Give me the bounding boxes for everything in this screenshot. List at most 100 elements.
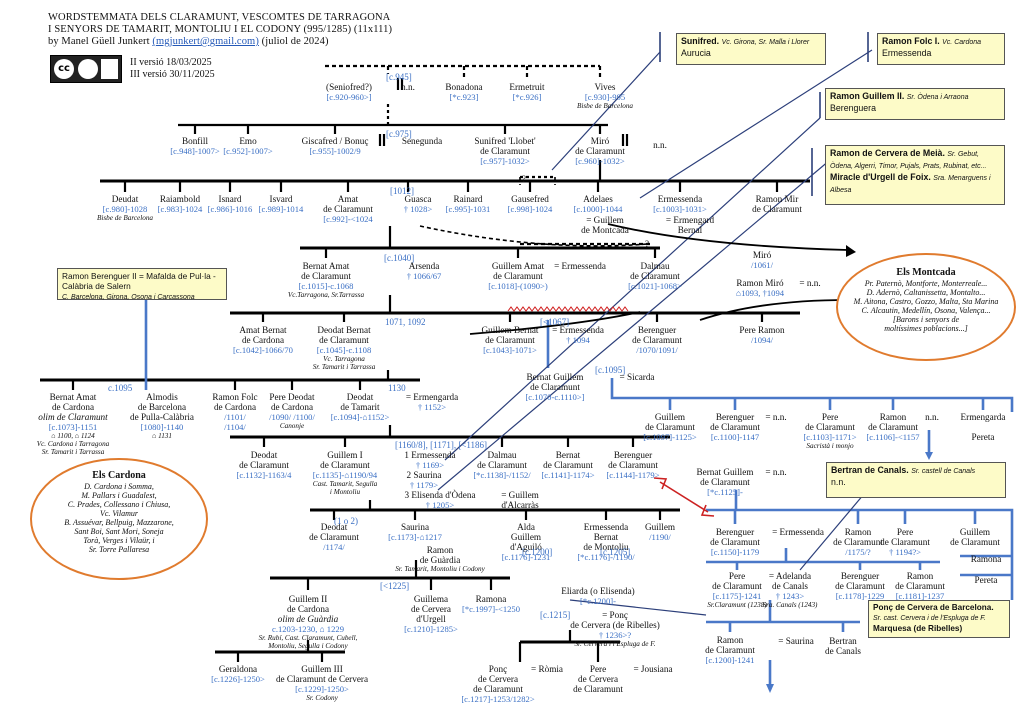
- person-line2: de Claramunt: [805, 422, 855, 432]
- person-date: [c.1000]-1044: [573, 204, 623, 214]
- person-name: Guasca: [404, 194, 432, 204]
- person-eliarda: Eliarda (o Elisenda)[*c.1200]-: [561, 586, 634, 606]
- person-name: Alda: [517, 522, 535, 532]
- person-date: [c.1094]-⌂1152>: [330, 412, 390, 422]
- person-name: Ermengarda: [960, 412, 1006, 422]
- person-line3: de Montoliu: [583, 542, 629, 552]
- person-name: Giscafred / Bonuç: [301, 136, 369, 146]
- person-date: [c.998]-1024: [507, 204, 553, 214]
- person-date: [c.948]-1007>: [170, 146, 220, 156]
- person-line2: de Claramunt: [323, 204, 373, 214]
- person-date: † 1194?>: [889, 547, 921, 557]
- person-line2: de Claramunt de Cervera: [275, 674, 369, 684]
- person-note: Canonje: [279, 422, 305, 430]
- person-date: [c.1097]-1125>: [643, 432, 697, 442]
- person-seniofred: (Seniofred?)[c.920-960>]: [326, 82, 372, 102]
- person-note: Sr. Cervera i l'Espluga de F.: [574, 640, 656, 648]
- person-ramonmiro: Ramon Miró⌂1093, †1094: [736, 278, 784, 298]
- person-note: Bisbe de Barcelona: [576, 102, 634, 110]
- person-name: Ramon: [906, 571, 934, 581]
- person-name: Ramon: [844, 527, 872, 537]
- person-note: Sacristà i monjo: [806, 442, 854, 450]
- person-name: Ramon Folc: [212, 392, 258, 402]
- person-name: Pere: [589, 664, 607, 674]
- person-name: Ramon: [879, 412, 907, 422]
- person-line2: de Claramunt: [630, 271, 680, 281]
- person-date: † 1179>: [409, 480, 439, 490]
- person-senegunda: Senegunda: [402, 136, 442, 146]
- person-saurina2: Saurina[c.1173]-⌂1217: [388, 522, 442, 542]
- person-name: Amat Bernat: [239, 325, 287, 335]
- person-line2: de Claramunt: [835, 581, 885, 591]
- person-line2: de Claramunt: [895, 581, 945, 591]
- person-date: [*c.926]: [512, 92, 542, 102]
- person-date: [c.1175]-1241: [712, 591, 762, 601]
- person-line2: de Claramunt: [645, 422, 695, 432]
- person-sunifredp: Sunifred 'Llobet'de Claramunt[c.957]-103…: [474, 136, 535, 166]
- person-arsenda: Arsenda† 1066/67: [407, 261, 442, 281]
- person-name: = Sicarda: [619, 372, 655, 382]
- person-name: Pereta: [974, 575, 998, 585]
- box-ramon-guillem: Ramon Guillem II. Sr. Òdena i Arraona Be…: [825, 88, 1005, 120]
- person-date: [c.1229]-1250>: [295, 684, 349, 694]
- person-date: ⌂1093, †1094: [735, 288, 785, 298]
- person-nn5: n.n.: [925, 412, 939, 422]
- person-nn2: n.n.: [653, 140, 667, 150]
- person-name: Pere Ramon: [739, 325, 785, 335]
- person-name: = Jousiana: [633, 664, 673, 674]
- person-note2: i Montoliu: [329, 488, 361, 496]
- person-note: Sr.Claramunt (1238): [707, 601, 767, 609]
- person-line2: de Claramunt: [950, 537, 1000, 547]
- person-ermessenda2: = Ermessenda: [554, 261, 606, 271]
- person-ermessenda3: = Ermessenda† 1094: [552, 325, 604, 345]
- person-name: = Ermengarda: [405, 392, 459, 402]
- person-name: Bernat Amat: [49, 392, 97, 402]
- person-name: = Ermessenda: [552, 325, 604, 335]
- person-note: ⌂ 1100, ⌂ 1124: [51, 432, 95, 440]
- person-name: Ramon: [716, 635, 744, 645]
- person-name: Berenguer: [637, 325, 677, 335]
- generation-label: [<1225]: [380, 581, 410, 591]
- person-name: Deodat: [346, 392, 374, 402]
- person-name: Eliarda (o Elisenda): [561, 586, 635, 596]
- person-ermessenda4: 1 Ermessenda† 1169>: [404, 450, 455, 470]
- person-name: Bernat Guillem: [696, 467, 754, 477]
- person-name: Guillem I: [327, 450, 363, 460]
- person-giscafred: Giscafred / Bonuç[c.955]-1002/9: [302, 136, 369, 156]
- person-jousiana: = Jousiana: [633, 664, 672, 674]
- person-date: /1174/: [323, 542, 345, 552]
- person-elisenda: 3 Elisenda d'Òdena† 1205>: [404, 490, 475, 510]
- person-name: Pere: [896, 527, 914, 537]
- person-name: Ramon Miró: [736, 278, 784, 288]
- generation-label: [c.975]: [386, 129, 412, 139]
- version-info: II versió 18/03/2025 III versió 30/11/20…: [130, 57, 215, 80]
- person-line2: de Cardona: [213, 402, 257, 412]
- person-name: Bonfill: [181, 136, 209, 146]
- email-link[interactable]: (mgjunkert@gmail.com): [152, 36, 259, 47]
- person-pereramon: Pere Ramon/1094/: [739, 325, 784, 345]
- person-date: [*c.1138]-/1152/: [473, 470, 531, 480]
- person-name: Saurina: [400, 522, 430, 532]
- person-name: Bonadona: [445, 82, 483, 92]
- person-date: [c.1100]-1147: [710, 432, 760, 442]
- person-name: Bernat Amat: [302, 261, 350, 271]
- person-date: † 1243>: [775, 591, 805, 601]
- person-note: Bisbe de Barcelona: [96, 214, 154, 222]
- person-date: /1101/: [224, 412, 246, 422]
- generation-label: c.1095: [108, 383, 133, 393]
